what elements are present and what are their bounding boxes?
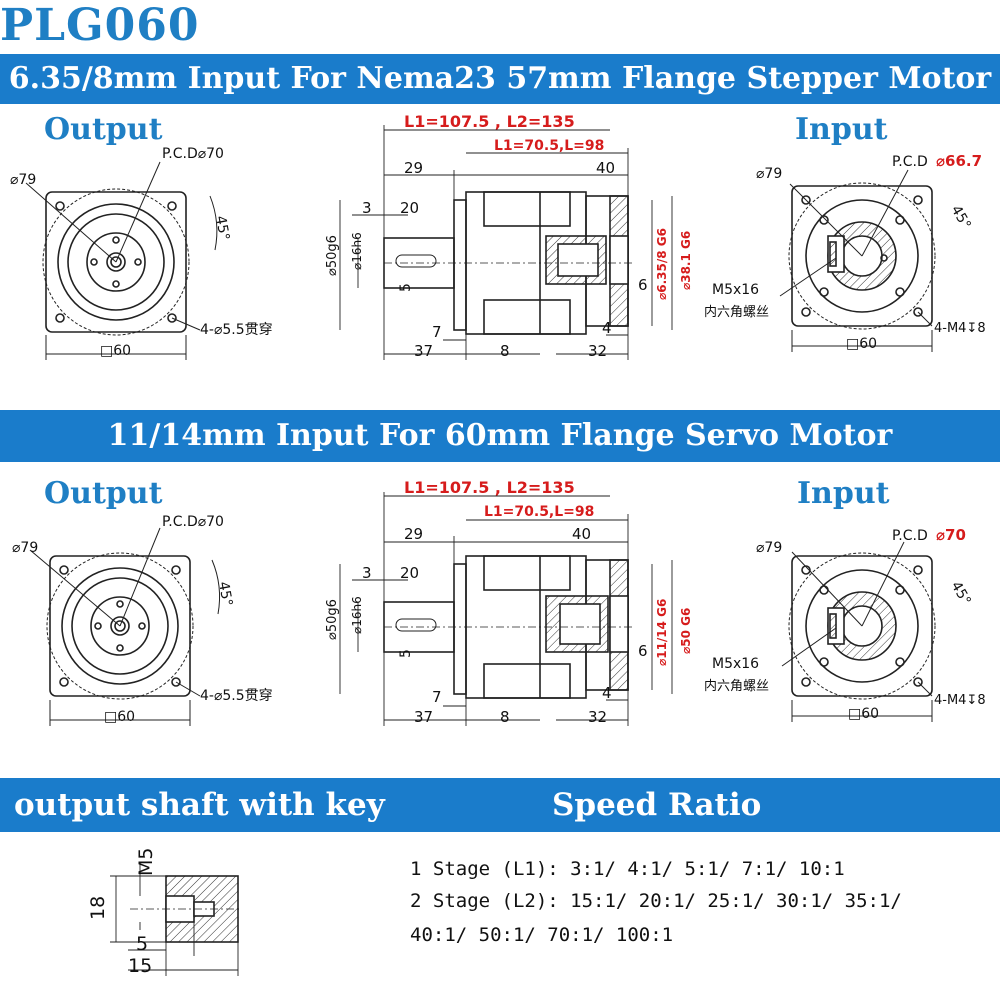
s2-d29: 29 (404, 525, 423, 543)
s2-d50: ⌀50g6 (325, 599, 340, 640)
s2-pilot: ⌀50 G6 (679, 608, 693, 654)
s2-in-pcd-value: ⌀70 (936, 526, 966, 544)
s2-in-pcd-label: P.C.D (892, 528, 928, 544)
s1-d5: 5 (398, 283, 414, 292)
s1-d3: 3 (362, 199, 372, 217)
s1-in-screw-cn: 内六角螺丝 (704, 304, 769, 320)
s1-d29: 29 (404, 159, 423, 177)
ratio-line-1: 1 Stage (L1): 3:1/ 4:1/ 5:1/ 7:1/ 10:1 (410, 858, 845, 880)
s2-d20: 20 (400, 564, 419, 582)
s1-out-dia: ⌀79 (10, 172, 36, 188)
s2-in-screw: M5x16 (712, 656, 759, 672)
s2-d5: 5 (398, 649, 414, 658)
s1-d40: 40 (596, 159, 615, 177)
s1-d37: 37 (414, 342, 433, 360)
s2-out-square: □60 (104, 709, 135, 725)
s1-pilot: ⌀38.1 G6 (679, 231, 693, 290)
s2-d6: 6 (638, 642, 648, 660)
page-title: PLG060 (0, 0, 200, 51)
s1-in-angle: 45° (948, 203, 974, 233)
s2-d16: ⌀16h6 (350, 596, 364, 634)
shaft-drawing (110, 862, 240, 976)
s1-input-view (779, 169, 936, 352)
section1-output-label: Output (44, 112, 163, 147)
s1-out-pcd: P.C.D⌀70 (162, 146, 224, 162)
ratio-line-3: 40:1/ 50:1/ 70:1/ 100:1 (410, 924, 674, 946)
s1-d8: 8 (500, 342, 510, 360)
s2-in-angle: 45° (948, 579, 974, 609)
shaft-d5: 5 (136, 933, 148, 955)
s1-d50: ⌀50g6 (325, 235, 340, 276)
s2-d37: 37 (414, 708, 433, 726)
s2-out-pcd: P.C.D⌀70 (162, 514, 224, 530)
s2-d7: 7 (432, 688, 442, 706)
s1-in-pcd-label: P.C.D (892, 154, 928, 170)
s1-bore: ⌀6.35/8 G6 (655, 228, 669, 300)
s2-L-body: L1=70.5,L=98 (484, 504, 594, 520)
s1-in-screw: M5x16 (712, 282, 759, 298)
s2-d3: 3 (362, 564, 372, 582)
section2-header: 11/14mm Input For 60mm Flange Servo Moto… (0, 410, 1000, 462)
ratio-header: Speed Ratio (552, 787, 762, 823)
s2-in-dia: ⌀79 (756, 540, 782, 556)
s2-d32: 32 (588, 708, 607, 726)
section2-input-label: Input (797, 476, 890, 511)
s2-in-tap: 4-M4↧8 (934, 693, 986, 708)
s2-out-dia: ⌀79 (12, 540, 38, 556)
s2-d4: 4 (602, 684, 612, 702)
s2-out-angle: 45° (215, 580, 235, 607)
shaft-d15: 15 (128, 955, 152, 977)
s2-d8: 8 (500, 708, 510, 726)
bottom-header: output shaft with key Speed Ratio (0, 778, 1000, 832)
s2-in-square: □60 (848, 706, 879, 722)
s2-input-view (781, 541, 936, 722)
s1-out-square: □60 (100, 343, 131, 359)
s2-L-total: L1=107.5 , L2=135 (404, 478, 575, 497)
s2-output-view (29, 527, 221, 726)
s1-L-body: L1=70.5,L=98 (494, 138, 604, 154)
shaft-m5: M5 (135, 848, 157, 876)
s2-bore: ⌀11/14 G6 (655, 599, 669, 666)
s1-side-view (339, 125, 673, 360)
s1-out-angle: 45° (212, 215, 232, 242)
s2-side-view (339, 492, 673, 726)
s1-L-total: L1=107.5 , L2=135 (404, 112, 575, 131)
s1-output-view (25, 161, 218, 360)
s1-out-holes: 4-⌀5.5贯穿 (200, 322, 273, 338)
s1-d16: ⌀16h6 (350, 232, 364, 270)
s1-d6: 6 (638, 276, 648, 294)
s2-in-screw-cn: 内六角螺丝 (704, 678, 769, 694)
s1-d7: 7 (432, 323, 442, 341)
section1-input-label: Input (795, 112, 888, 147)
s2-d40: 40 (572, 525, 591, 543)
s1-d32: 32 (588, 342, 607, 360)
section2-output-label: Output (44, 476, 163, 511)
shaft-header: output shaft with key (14, 787, 385, 823)
s2-out-holes: 4-⌀5.5贯穿 (200, 688, 273, 704)
ratio-line-2: 2 Stage (L2): 15:1/ 20:1/ 25:1/ 30:1/ 35… (410, 890, 902, 912)
s1-d4: 4 (602, 319, 612, 337)
s1-d20: 20 (400, 199, 419, 217)
s1-in-tap: 4-M4↧8 (934, 321, 986, 336)
s1-in-dia: ⌀79 (756, 166, 782, 182)
s1-in-square: □60 (846, 336, 877, 352)
section1-header: 6.35/8mm Input For Nema23 57mm Flange St… (0, 54, 1000, 104)
shaft-d18: 18 (87, 896, 109, 920)
s1-in-pcd-value: ⌀66.7 (936, 152, 982, 170)
